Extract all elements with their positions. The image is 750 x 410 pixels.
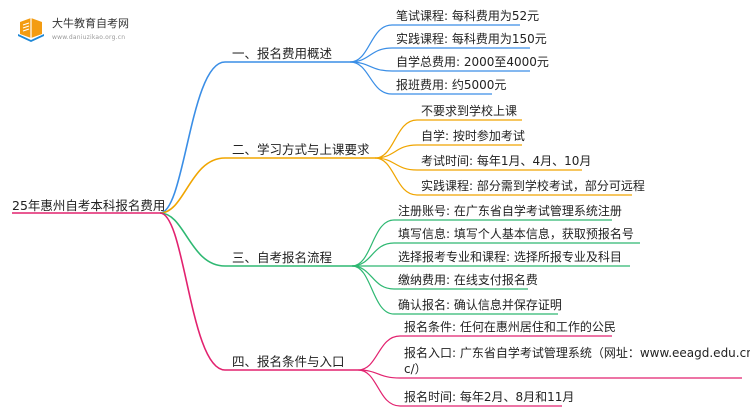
root-node: 25年惠州自考本科报名费用 (12, 198, 166, 213)
branch-conditions-entry: 四、报名条件与入口 (232, 354, 345, 369)
site-logo: 大牛教育自考网 www.daniuzikao.org.cn (14, 12, 184, 48)
book-logo-icon (18, 18, 44, 42)
leaf-practice-course-fee: 实践课程: 每科费用为150元 (396, 32, 547, 46)
branch-study-mode: 二、学习方式与上课要求 (232, 142, 370, 157)
leaf-confirm-registration: 确认报名: 确认信息并保存证明 (398, 298, 562, 312)
leaf-registration-conditions: 报名条件: 任何在惠州居住和工作的公民 (404, 320, 616, 334)
leaf-no-class-attendance: 不要求到学校上课 (421, 104, 518, 118)
link-root-b1 (159, 61, 350, 214)
leaf-registration-entry: 报名入口: 广东省自学考试管理系统（网址：www.eeagd.edu.cn/se… (404, 346, 750, 360)
logo-title: 大牛教育自考网 (52, 17, 129, 30)
leaf-exam-time: 考试时间: 每年1月、4月、10月 (421, 154, 592, 168)
leaf-class-fee: 报班费用: 约5000元 (396, 78, 507, 92)
branch-registration-process: 三、自考报名流程 (232, 250, 333, 265)
leaf-choose-major: 选择报考专业和课程: 选择所报专业及科目 (398, 250, 622, 264)
leaf-written-course-fee: 笔试课程: 每科费用为52元 (396, 9, 540, 23)
link-root-b4 (159, 212, 358, 371)
link-root-b3 (159, 212, 352, 267)
leaf-self-study-exam: 自学: 按时参加考试 (421, 129, 525, 143)
leaf-registration-time: 报名时间: 每年2月、8月和11月 (404, 390, 575, 404)
leaf-practice-course-mode: 实践课程: 部分需到学校考试，部分可远程 (421, 179, 645, 193)
leaf-pay-fee: 缴纳费用: 在线支付报名费 (398, 273, 538, 287)
link-root-b2 (159, 157, 375, 214)
leaf-self-study-total: 自学总费用: 2000至4000元 (396, 55, 549, 69)
branch-fee-overview: 一、报名费用概述 (232, 46, 333, 61)
leaf-registration-entry-cont: c/） (404, 362, 427, 376)
leaf-fill-info: 填写信息: 填写个人基本信息，获取预报名号 (398, 227, 634, 241)
logo-url: www.daniuzikao.org.cn (52, 34, 126, 41)
leaf-register-account: 注册账号: 在广东省自学考试管理系统注册 (398, 204, 622, 218)
